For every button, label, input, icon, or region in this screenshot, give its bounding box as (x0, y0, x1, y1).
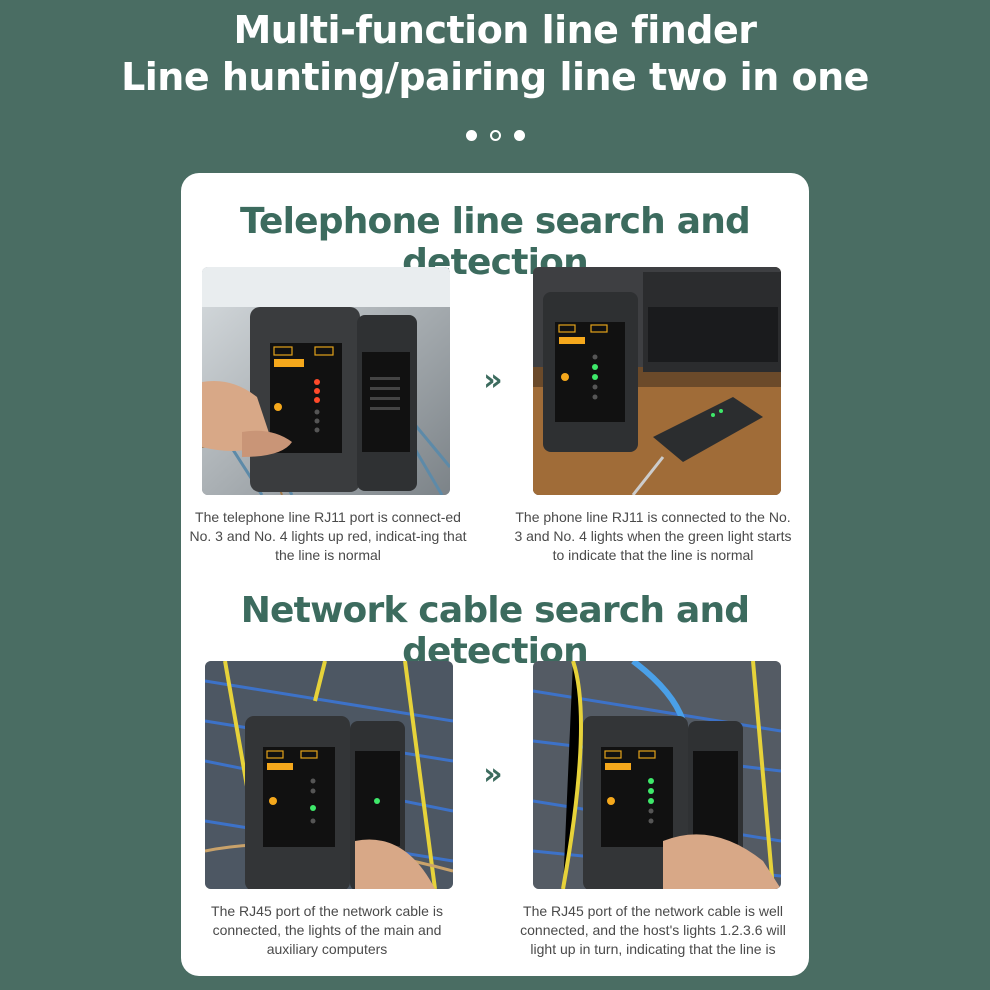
caption-telephone-1: The telephone line RJ11 port is connect-… (189, 509, 467, 563)
carousel-dot-2[interactable] (489, 130, 501, 141)
headline-line-2: Line hunting/pairing line two in one (121, 55, 869, 99)
caption-telephone-2: The phone line RJ11 is connected to the … (514, 509, 792, 563)
carousel-dots (0, 130, 990, 141)
photo-telephone-red (202, 267, 450, 495)
headline-line-1: Multi-function line finder (233, 8, 757, 52)
carousel-dot-3[interactable] (513, 130, 525, 141)
section-title-telephone: Telephone line search and detection (240, 201, 751, 283)
carousel-dot-1[interactable] (465, 130, 477, 141)
arrow-icon-2: » (483, 757, 503, 792)
arrow-icon-1: » (483, 363, 503, 398)
caption-network-1: The RJ45 port of the network cable is co… (211, 903, 443, 957)
caption-network-2: The RJ45 port of the network cable is we… (520, 903, 786, 957)
section-title-network: Network cable search and detection (240, 590, 750, 672)
photo-telephone-green (533, 267, 781, 495)
content-card: Telephone line search and detection (181, 173, 809, 976)
photo-network-1 (205, 661, 453, 889)
photo-network-2 (533, 661, 781, 889)
